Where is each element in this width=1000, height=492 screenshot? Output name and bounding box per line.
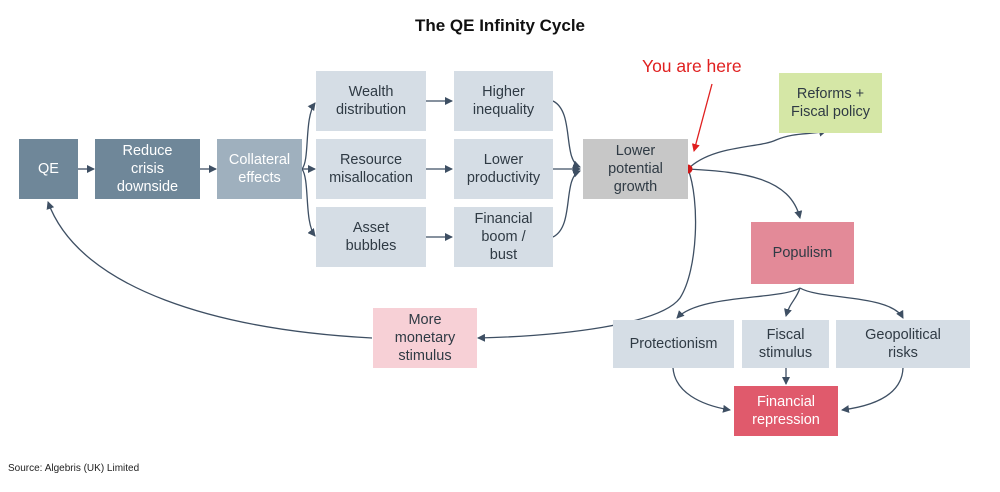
arrow-boom-growth [552,169,581,238]
arrow-populism-fiscal [784,287,801,317]
node-financial-boom-bust: Financial boom / bust [454,207,553,267]
node-financial-repression: Financial repression [734,386,838,436]
node-populism: Populism [751,222,854,284]
node-reduce-crisis-downside: Reduce crisis downside [95,139,200,199]
node-wealth-distribution: Wealth distribution [316,71,426,131]
arrow-protectionism-repression [672,367,731,413]
arrow-populism-geopolitical [799,287,904,319]
arrow-growth-populism [687,168,803,219]
arrow-growth-monetary [477,168,697,342]
arrow-populism-protectionism [676,287,801,319]
node-protectionism: Protectionism [613,320,734,368]
arrow-collateral-asset [301,168,316,237]
node-collateral-effects: Collateral effects [217,139,302,199]
arrow-inequality-growth [552,100,581,169]
arrow-monetary-qe [46,201,373,339]
arrow-growth-reforms [687,128,827,170]
node-geopolitical-risks: Geopolitical risks [836,320,970,368]
node-resource-misallocation: Resource misallocation [316,139,426,199]
you-are-here-label: You are here [642,56,742,76]
node-qe: QE [19,139,78,199]
node-reforms-fiscal-policy: Reforms + Fiscal policy [779,73,882,133]
node-lower-productivity: Lower productivity [454,139,553,199]
node-lower-potential-growth: Lower potential growth [583,139,688,199]
diagram-title: The QE Infinity Cycle [414,16,586,35]
node-more-monetary-stimulus: More monetary stimulus [373,308,477,368]
arrow-geopolitical-repression [841,367,904,414]
source-note: Source: Algebris (UK) Limited [8,463,140,474]
arrow-collateral-wealth [301,102,316,170]
arrow-you-are-here [691,83,713,152]
node-asset-bubbles: Asset bubbles [316,207,426,267]
node-higher-inequality: Higher inequality [454,71,553,131]
node-fiscal-stimulus: Fiscal stimulus [742,320,829,368]
